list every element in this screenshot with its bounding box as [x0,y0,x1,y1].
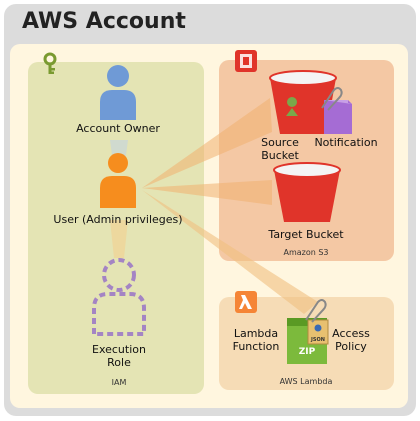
lambda-function-line-2: Function [232,340,280,353]
execution-role-label: Execution Role [76,343,162,369]
json-text: JSON [310,337,325,343]
access-policy-line-2: Policy [335,340,367,353]
iam-label: IAM [111,378,127,387]
json-policy-icon: JSON [307,319,329,345]
notification-label: Notification [314,136,378,149]
source-bucket-line-2: Bucket [261,149,299,162]
execution-role-line-1: Execution [92,343,146,356]
lambda-paperclip-icon [305,299,327,323]
beam-to-source-bucket [142,98,272,188]
account-owner-label: Account Owner [76,122,160,135]
paperclip-icon [321,87,343,111]
execution-role-figure [92,258,146,336]
lambda-label: AWS Lambda [279,377,333,386]
lambda-icon [235,291,257,313]
source-bucket-label: Source Bucket [252,136,308,162]
user-figure [100,153,136,208]
user-label: User (Admin privileges) [53,213,183,226]
zip-text: ZIP [299,347,316,357]
s3-icon [235,50,257,72]
source-bucket-icon [269,70,337,134]
target-bucket-label: Target Bucket [268,228,344,241]
beam-to-target-bucket [142,180,272,205]
lambda-function-label: Lambda Function [228,327,284,353]
lambda-function-line-1: Lambda [233,327,279,340]
notification-icon [324,100,352,134]
account-title: AWS Account [22,9,186,34]
target-bucket-icon [273,162,341,222]
access-policy-label: Access Policy [326,327,376,353]
key-icon [43,52,57,74]
account-owner-figure [100,65,136,120]
access-policy-line-1: Access [332,327,370,340]
beam-to-lambda [142,190,318,314]
execution-role-line-2: Role [107,356,131,369]
s3-label: Amazon S3 [283,248,329,257]
source-bucket-line-1: Source [261,136,299,149]
beam-user-to-role [110,220,128,258]
